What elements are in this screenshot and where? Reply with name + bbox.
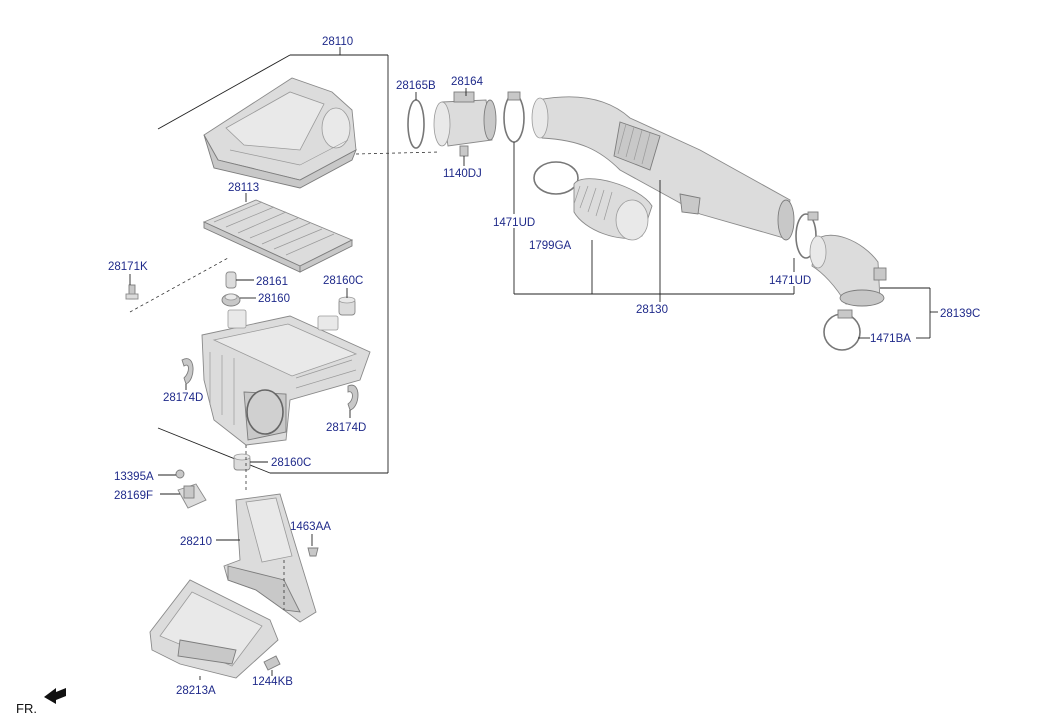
screw-1244kb[interactable]: [263, 655, 281, 671]
nut-13395a[interactable]: [175, 469, 185, 479]
label-28110: 28110: [322, 36, 353, 48]
mount-28160c-top[interactable]: [338, 296, 356, 316]
label-28174d-left: 28174D: [163, 392, 203, 404]
label-1463aa: 1463AA: [290, 521, 331, 533]
hose-group-leaders: [513, 142, 795, 302]
bolt-28171k[interactable]: [125, 284, 139, 300]
label-28160: 28160: [258, 293, 290, 305]
clamp-1471ba[interactable]: [823, 309, 861, 351]
clamp-28174d-left[interactable]: [181, 358, 194, 385]
guide-28213a[interactable]: [149, 579, 279, 679]
front-indicator: FR.: [16, 688, 66, 716]
label-1471ba: 1471BA: [870, 333, 911, 345]
label-1471ud-left: 1471UD: [493, 217, 535, 229]
label-28160c-bottom: 28160C: [271, 457, 311, 469]
insulator-28160[interactable]: [221, 293, 241, 307]
label-28139c: 28139C: [940, 308, 980, 320]
label-28164: 28164: [451, 76, 484, 88]
bracket-28169f[interactable]: [177, 483, 207, 509]
turbo-hose-28139c[interactable]: [809, 234, 887, 307]
label-28113: 28113: [228, 182, 259, 194]
clamp-28174d-right[interactable]: [347, 384, 359, 411]
o-ring-28165b[interactable]: [407, 99, 425, 149]
label-1244kb: 1244KB: [252, 676, 293, 688]
clamp-1471ud-right[interactable]: [795, 211, 819, 259]
label-1799ga: 1799GA: [529, 240, 572, 252]
air-cleaner-body[interactable]: [201, 309, 371, 446]
clip-1463aa[interactable]: [307, 547, 319, 557]
hose-28130[interactable]: [531, 96, 795, 241]
insulator-28161[interactable]: [225, 271, 237, 289]
front-arrow-icon: [44, 688, 66, 704]
front-label: FR.: [16, 701, 37, 716]
label-28165b: 28165B: [396, 80, 436, 92]
ring-clamp-resonator[interactable]: [533, 161, 579, 195]
label-28169f: 28169F: [114, 490, 153, 502]
filter-element[interactable]: [202, 199, 354, 273]
label-13395a: 13395A: [114, 471, 154, 483]
label-28171k: 28171K: [108, 261, 148, 273]
label-28213a: 28213A: [176, 685, 216, 697]
duct-28210[interactable]: [223, 493, 317, 623]
label-28160c-top: 28160C: [323, 275, 363, 287]
turbo-leaders: [858, 287, 938, 339]
clamp-1471ud-left[interactable]: [503, 91, 525, 143]
label-28174d-right: 28174D: [326, 422, 366, 434]
left-leaders: [129, 156, 465, 680]
label-28210: 28210: [180, 536, 212, 548]
air-cleaner-cover[interactable]: [203, 77, 357, 189]
label-1471ud-right: 1471UD: [769, 275, 811, 287]
mount-28160c-bottom[interactable]: [233, 453, 251, 471]
air-flow-sensor-28164[interactable]: [433, 91, 497, 147]
resonator-1799ga[interactable]: [573, 178, 653, 241]
assembly-bracket-lines: [157, 47, 389, 474]
label-28130: 28130: [636, 304, 668, 316]
label-28161: 28161: [256, 276, 288, 288]
label-1140dj: 1140DJ: [443, 168, 482, 180]
bolt-1140dj[interactable]: [459, 145, 469, 157]
